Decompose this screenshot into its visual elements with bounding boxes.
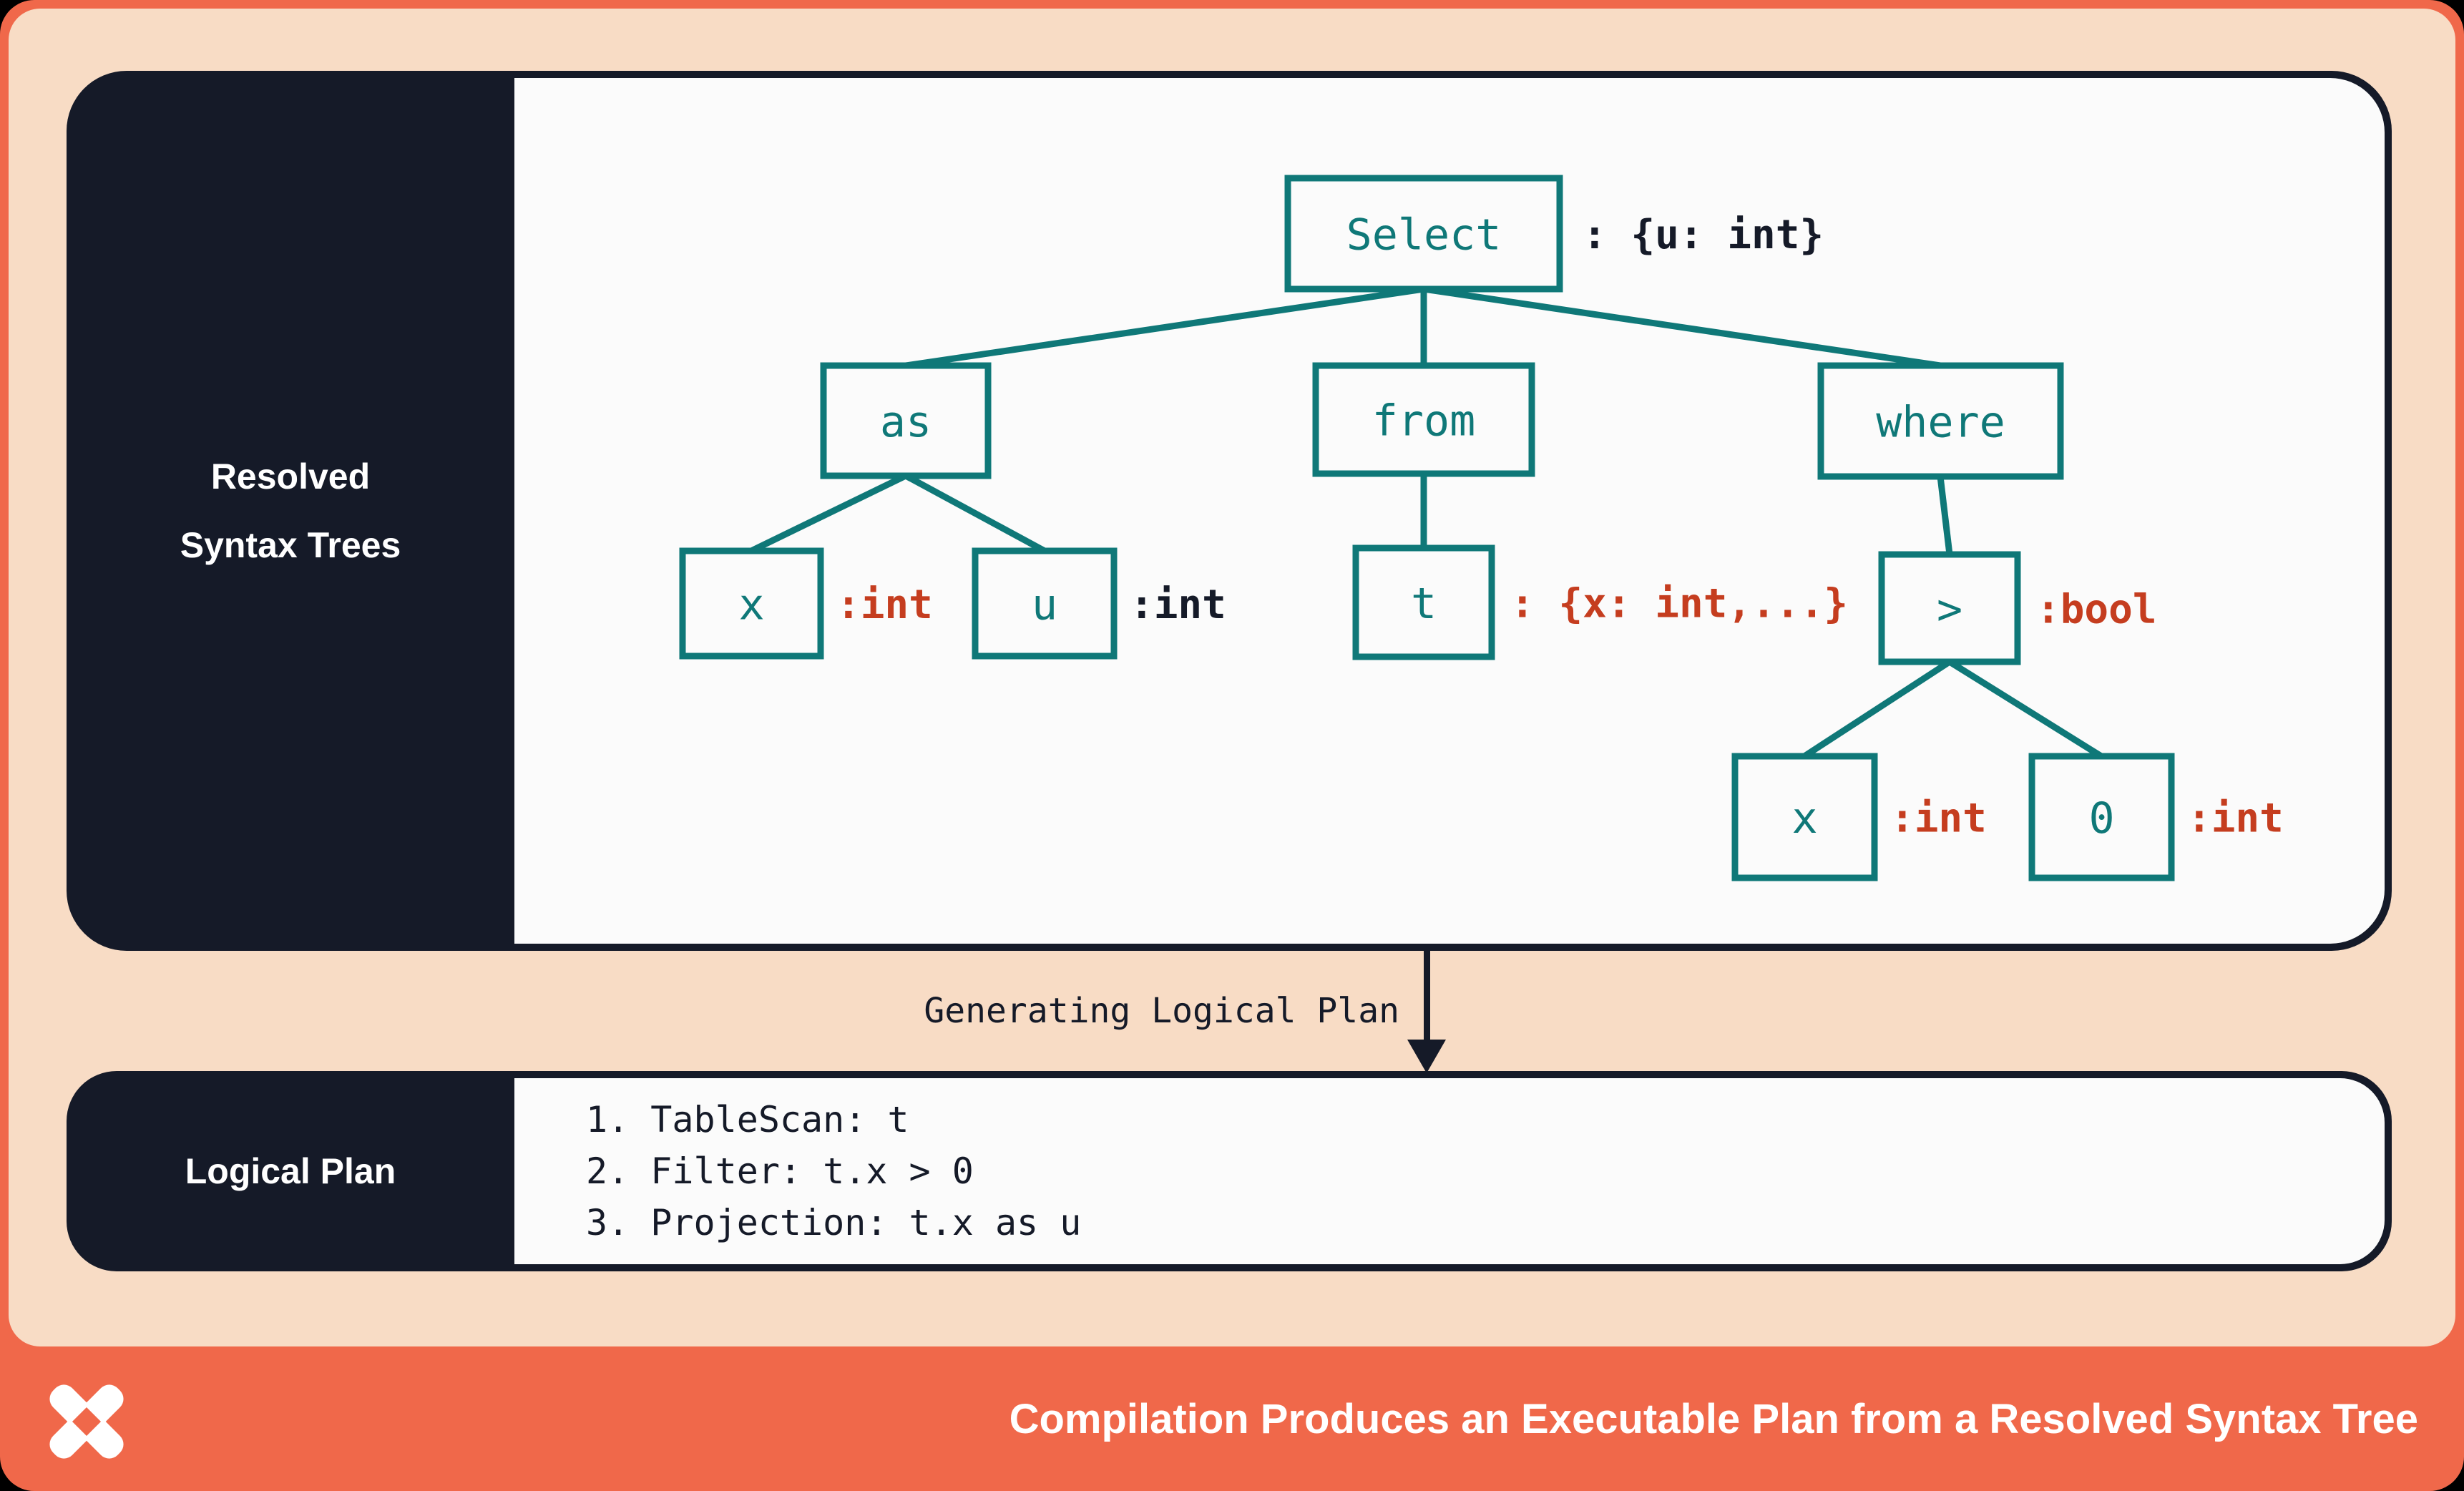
logical-plan-steps: 1. TableScan: t 2. Filter: t.x > 0 3. Pr… <box>514 1094 1081 1248</box>
tree-node-type-x2: :int <box>1890 796 1987 842</box>
down-arrow-line <box>1424 951 1430 1044</box>
plan-step: 3. Projection: t.x as u <box>586 1202 1082 1243</box>
tree-node-box-as <box>820 362 992 479</box>
tree-node-label-u: u <box>1032 580 1057 630</box>
x-star-logo <box>49 1384 124 1459</box>
tree-node-label-x1: x <box>738 580 764 630</box>
tree-node-type-gt: :bool <box>2036 587 2157 633</box>
tree-node-type-zero: :int <box>2187 796 2284 842</box>
tree-node-type-u: :int <box>1130 582 1226 628</box>
tree-node-box-x2 <box>1731 753 1878 881</box>
label-text: Logical Plan <box>185 1151 396 1191</box>
tree-edge <box>750 472 907 554</box>
tree-node-box-zero <box>2028 753 2175 881</box>
tree-node-box-gt <box>1878 551 2021 665</box>
logical-plan-area: 1. TableScan: t 2. Filter: t.x > 0 3. Pr… <box>514 1078 2385 1264</box>
tree-node-label-select: Select <box>1346 210 1502 260</box>
tree-node-box-t <box>1352 544 1495 660</box>
down-arrow-icon <box>1407 1040 1446 1073</box>
tree-node-box-x1 <box>679 547 824 660</box>
tree-node-box-select <box>1284 175 1563 293</box>
flow-caption: Generating Logical Plan <box>924 991 1399 1031</box>
tree-node-label-as: as <box>880 397 932 447</box>
logo-diamond-hole <box>72 1407 102 1437</box>
tree-node-box-u <box>972 547 1118 660</box>
resolved-syntax-trees-panel: Resolved Syntax Trees Select : {u: int} as… <box>67 71 2392 951</box>
label-line-2: Syntax Trees <box>180 525 401 565</box>
footer-title: Compilation Produces an Executable Plan … <box>1009 1396 2418 1442</box>
logical-plan-label: Logical Plan <box>67 1071 514 1271</box>
tree-node-label-zero: 0 <box>2088 793 2114 844</box>
plan-step: 1. TableScan: t <box>586 1099 909 1140</box>
tree-node-label-where: where <box>1876 398 2005 448</box>
tree-node-type-x1: :int <box>836 582 933 628</box>
tree-edge <box>1947 659 2103 759</box>
tree-edge <box>904 473 1047 554</box>
resolved-syntax-trees-label: Resolved Syntax Trees <box>67 71 514 951</box>
plan-step: 2. Filter: t.x > 0 <box>586 1150 974 1192</box>
label-line-1: Resolved <box>210 456 371 497</box>
tree-edge <box>1937 476 1953 555</box>
tree-node-label-t: t <box>1411 579 1437 629</box>
tree-edge <box>1802 659 1952 759</box>
logical-plan-panel: 1. TableScan: t 2. Filter: t.x > 0 3. Pr… <box>67 1071 2392 1271</box>
tree-node-box-from <box>1312 362 1535 477</box>
tree-node-type-t: : {x: int,...} <box>1510 581 1848 627</box>
tree-node-label-gt: > <box>1937 585 1962 635</box>
tree-node-type-select: : {u: int} <box>1583 212 1824 258</box>
tree-edge <box>905 285 1424 369</box>
tree-edge <box>1423 285 1941 369</box>
tree-node-label-x2: x <box>1791 793 1817 844</box>
tree-node-label-from: from <box>1372 396 1476 446</box>
syntax-tree-diagram: Select : {u: int} as from where x :int u :int t : … <box>679 175 2284 881</box>
tree-node-box-where <box>1817 362 2064 480</box>
